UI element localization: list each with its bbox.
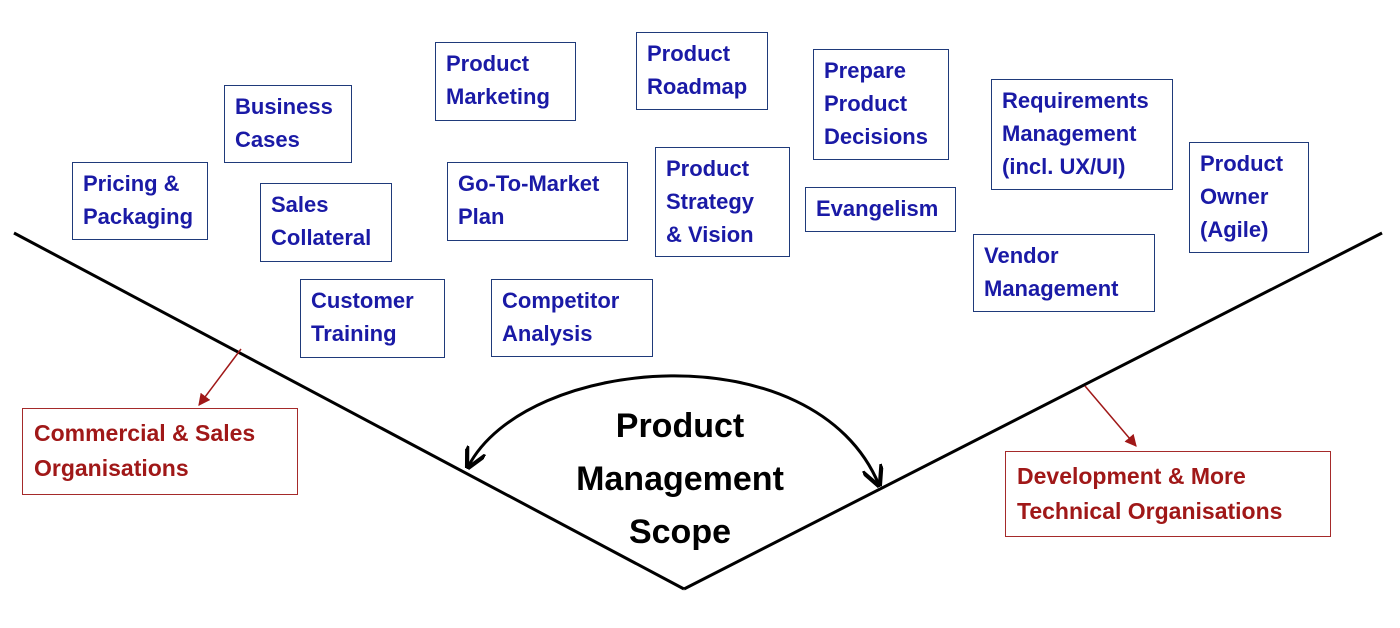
task-product-roadmap: Product Roadmap bbox=[636, 32, 768, 110]
task-go-to-market-plan: Go-To-Market Plan bbox=[447, 162, 628, 241]
task-customer-training: Customer Training bbox=[300, 279, 445, 358]
task-product-marketing: Product Marketing bbox=[435, 42, 576, 121]
scope-arc-arrow bbox=[468, 374, 879, 485]
product-management-scope-label: Product Management Scope bbox=[576, 407, 784, 551]
task-pricing-packaging: Pricing & Packaging bbox=[72, 162, 208, 240]
v-right-line bbox=[683, 231, 1383, 591]
task-evangelism: Evangelism bbox=[805, 187, 956, 232]
task-requirements-management: Requirements Management (incl. UX/UI) bbox=[991, 79, 1173, 190]
task-prepare-product-decisions: Prepare Product Decisions bbox=[813, 49, 949, 160]
task-product-strategy-vision: Product Strategy & Vision bbox=[655, 147, 790, 257]
task-product-owner-agile: Product Owner (Agile) bbox=[1189, 142, 1309, 253]
commercial-sales-organisations-box: Commercial & Sales Organisations bbox=[22, 408, 298, 495]
task-business-cases: Business Cases bbox=[224, 85, 352, 163]
task-competitor-analysis: Competitor Analysis bbox=[491, 279, 653, 357]
development-pointer-arrow bbox=[1084, 385, 1137, 447]
development-technical-organisations-box: Development & More Technical Organisatio… bbox=[1005, 451, 1331, 537]
task-vendor-management: Vendor Management bbox=[973, 234, 1155, 312]
commercial-pointer-arrow bbox=[198, 348, 242, 406]
v-left-line bbox=[13, 231, 685, 591]
task-sales-collateral: Sales Collateral bbox=[260, 183, 392, 262]
